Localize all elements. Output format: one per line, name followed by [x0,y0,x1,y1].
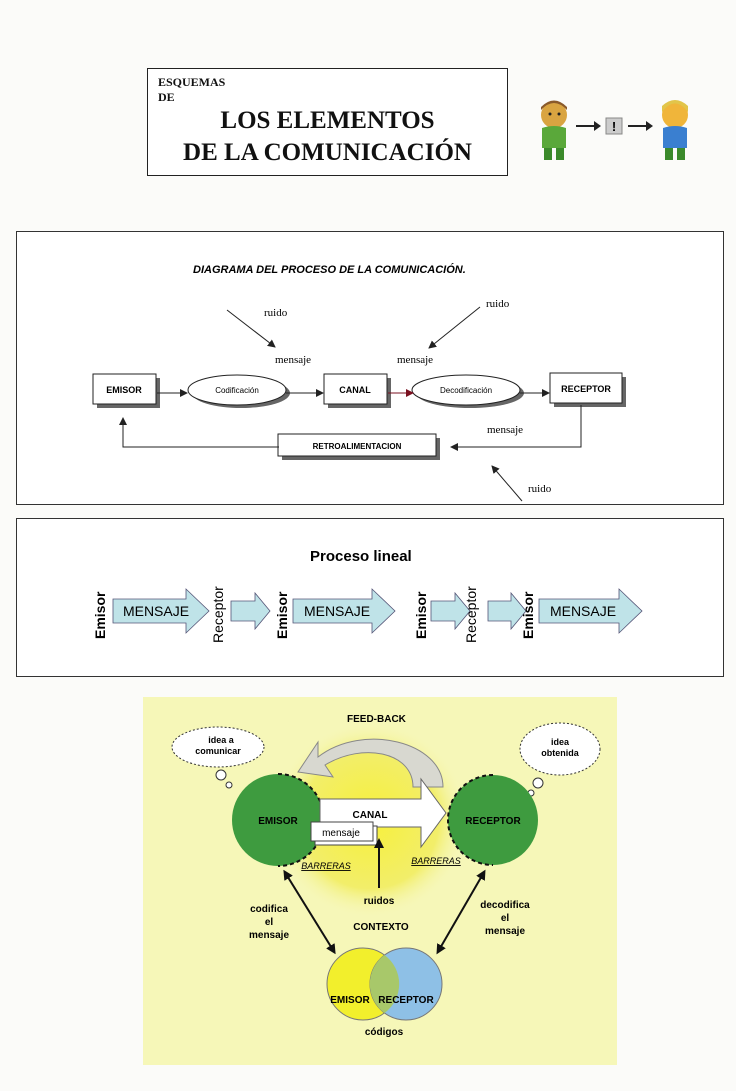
codifica-line1: codifica [250,904,288,915]
linear-small-arrow-3 [487,591,527,631]
linear-emisor-1: Emisor [92,591,108,639]
idea-obtenida-line2: obtenida [541,748,579,758]
canal-box: CANAL [323,373,391,408]
mensaje-label-3: mensaje [487,424,523,436]
decodifica-line3: mensaje [485,926,525,937]
context-canal-label: CANAL [353,810,388,821]
ruido-label-2: ruido [486,298,510,310]
idea-a-comunicar-cloud: idea a comunicar [171,726,265,789]
venn-receptor-label: RECEPTOR [378,995,434,1006]
linear-mensaje-3: MENSAJE [550,603,616,619]
codifica-arrow [283,869,336,955]
title-small-line2: DE [158,90,175,104]
codificacion-ellipse: Codificación [187,374,290,408]
emisor-box: EMISOR [92,373,160,408]
receiver-person-icon [662,100,688,160]
context-diagram-panel: FEED-BACK idea a comunicar idea obtenida… [143,697,617,1065]
communication-people-icon: ! [541,100,688,160]
decodificacion-label: Decodificación [440,386,492,395]
idea-a-comunicar-line1: idea a [208,735,235,745]
receptor-label: RECEPTOR [561,384,611,394]
decodifica-line2: el [501,913,510,924]
decodifica-line1: decodifica [480,900,530,911]
ruidos-label: ruidos [364,896,395,907]
feedback-label: FEED-BACK [347,714,407,725]
linear-arrow-3: MENSAJE [538,588,643,634]
retroalimentacion-label: RETROALIMENTACION [313,442,402,451]
linear-arrow-1: MENSAJE [112,588,210,634]
venn-emisor-label: EMISOR [330,995,370,1006]
idea-a-comunicar-line2: comunicar [195,746,241,756]
ruido-label-3: ruido [528,483,552,495]
linear-receptor-2: Receptor [463,586,479,643]
title-big-line1: LOS ELEMENTOS [220,107,435,134]
mensaje-note: mensaje [310,821,378,846]
emisor-circle: EMISOR [232,773,325,867]
context-emisor-label: EMISOR [258,816,298,827]
codigos-label: códigos [365,1027,404,1038]
ruido-label-1: ruido [264,307,288,319]
page-title: LOS ELEMENTOS DE LA COMUNICACIÓN [148,105,507,169]
linear-process-heading: Proceso lineal [310,548,412,565]
linear-emisor-4: Emisor [520,591,536,639]
codifica-line2: el [265,917,274,928]
title-small-line1: ESQUEMAS [158,75,226,89]
receptor-circle: RECEPTOR [446,774,538,866]
mensaje-label-1: mensaje [275,354,311,366]
linear-process-panel: Proceso lineal MENSAJE MENSAJE MENSAJE E… [16,518,724,677]
barreras-label-1: BARRERAS [301,861,351,871]
linear-emisor-2: Emisor [274,591,290,639]
process-diagram-panel: DIAGRAMA DEL PROCESO DE LA COMUNICACIÓN.… [16,231,724,505]
linear-arrow-2: MENSAJE [292,588,396,634]
process-diagram-heading: DIAGRAMA DEL PROCESO DE LA COMUNICACIÓN. [193,263,466,276]
retroalimentacion-box: RETROALIMENTACION [277,433,440,460]
context-receptor-label: RECEPTOR [465,816,521,827]
title-box: ESQUEMAS DE LOS ELEMENTOS DE LA COMUNICA… [147,68,508,176]
context-mensaje-label: mensaje [322,828,360,839]
idea-obtenida-cloud: idea obtenida [519,722,601,797]
title-big-line2: DE LA COMUNICACIÓN [183,139,472,166]
codificacion-label: Codificación [215,386,259,395]
receptor-box: RECEPTOR [549,372,626,407]
emisor-label: EMISOR [106,385,142,395]
decodificacion-ellipse: Decodificación [411,374,524,408]
barreras-label-2: BARRERAS [411,856,461,866]
idea-obtenida-line1: idea [551,737,570,747]
linear-small-arrow-1 [230,591,271,631]
sender-person-icon [541,100,567,160]
feedback-arrow [297,738,444,788]
decodifica-arrow [436,869,486,955]
codifica-line3: mensaje [249,930,289,941]
mensaje-label-2: mensaje [397,354,433,366]
message-box-icon [605,117,623,135]
linear-mensaje-2: MENSAJE [304,603,370,619]
codes-venn: EMISOR RECEPTOR códigos [326,947,443,1038]
contexto-label: CONTEXTO [353,922,409,933]
linear-small-arrow-2 [430,591,471,631]
canal-label: CANAL [339,385,371,395]
linear-mensaje-1: MENSAJE [123,603,189,619]
linear-receptor-1: Receptor [210,586,226,643]
linear-emisor-3: Emisor [413,591,429,639]
message-symbol: ! [612,119,616,134]
title-small: ESQUEMAS DE [158,75,225,105]
